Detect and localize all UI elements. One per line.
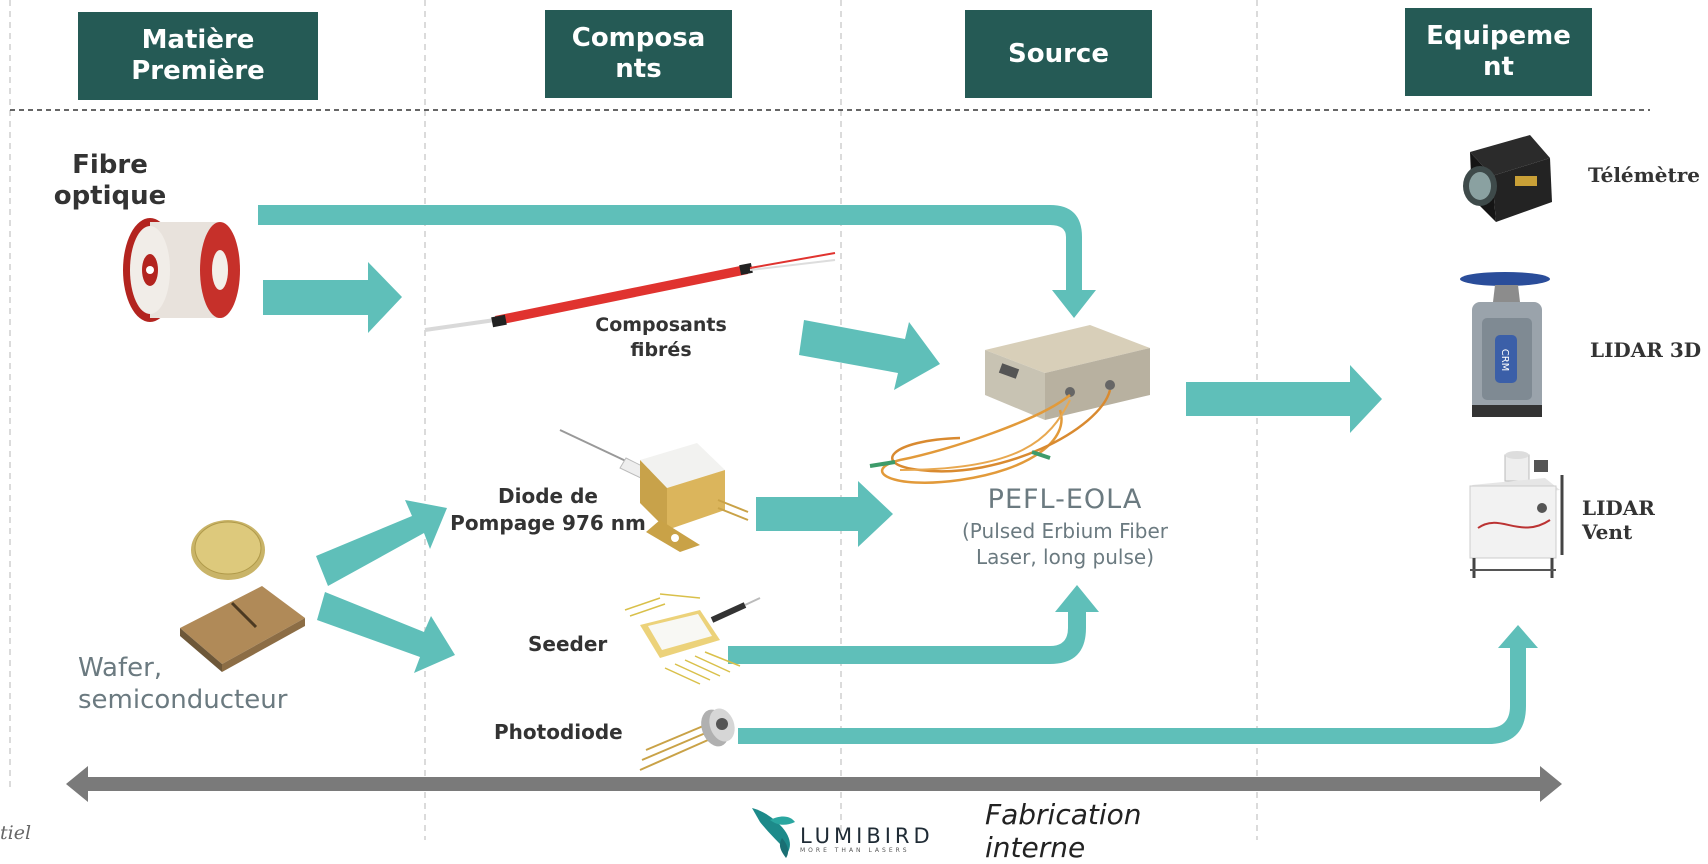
arrow-source-to-equipment xyxy=(1186,365,1382,433)
arrow-wafer-to-diode xyxy=(316,500,447,586)
header-source-label: Source xyxy=(1008,38,1109,69)
wafer-image xyxy=(180,520,305,672)
photodiode-label: Photodiode xyxy=(494,720,623,744)
fabrication-label: Fabrication interne xyxy=(985,798,1142,864)
arrow-fiber-to-source xyxy=(258,205,1096,318)
header-components-label: Composants xyxy=(571,23,706,84)
seeder-label: Seeder xyxy=(528,632,608,656)
pump-diode-image xyxy=(559,429,749,552)
partial-footer-text: tiel xyxy=(0,822,32,844)
lidar-wind-image xyxy=(1469,451,1564,578)
fiber-label: Fibre optique xyxy=(53,150,167,211)
svg-text:CRM: CRM xyxy=(1499,349,1510,372)
fibered-components-label: Composants fibrés xyxy=(595,314,727,361)
flow-arrows xyxy=(258,205,1538,744)
fibered-component-image xyxy=(424,252,836,332)
arrow-wafer-to-seeder xyxy=(317,592,455,673)
arrow-seeder-to-source xyxy=(728,585,1099,664)
lidar-wind-label: LIDAR Vent xyxy=(1582,496,1655,544)
header-equipment-label: Equipement xyxy=(1426,21,1571,82)
lumibird-logo xyxy=(752,808,795,858)
arrow-fibered-to-source xyxy=(799,320,940,390)
lidar-3d-label: LIDAR 3D xyxy=(1590,338,1702,362)
source-name: PEFL-EOLA xyxy=(987,484,1143,515)
column-separators xyxy=(9,0,1258,840)
brand-name: LUMIBIRD xyxy=(800,824,934,848)
header-raw-material-label: Matière Première xyxy=(131,25,265,86)
photodiode-image xyxy=(639,708,735,771)
header-raw-material: Matière Première xyxy=(78,12,318,100)
arrow-diode-to-source xyxy=(756,481,893,547)
lidar-3d-image: CRM xyxy=(1460,272,1550,417)
fiber-spool-image xyxy=(123,218,240,322)
rangefinder-label: Télémètre xyxy=(1588,163,1701,187)
arrow-photodiode-to-lidar xyxy=(738,625,1538,744)
rangefinder-image xyxy=(1463,135,1552,222)
arrow-fiber-to-components xyxy=(263,262,402,333)
brand-tagline: MORE THAN LASERS xyxy=(800,847,910,854)
seeder-image xyxy=(624,593,761,685)
header-components: Composants xyxy=(545,10,732,98)
wafer-label: Wafer, semiconducteur xyxy=(78,653,288,715)
laser-source-image xyxy=(869,325,1150,484)
pump-diode-label: Diode de Pompage 976 nm xyxy=(450,484,646,535)
header-source: Source xyxy=(965,10,1152,98)
header-equipment: Equipement xyxy=(1405,8,1592,96)
source-description: (Pulsed Erbium Fiber Laser, long pulse) xyxy=(962,519,1168,569)
timeline-arrow xyxy=(66,766,1562,802)
